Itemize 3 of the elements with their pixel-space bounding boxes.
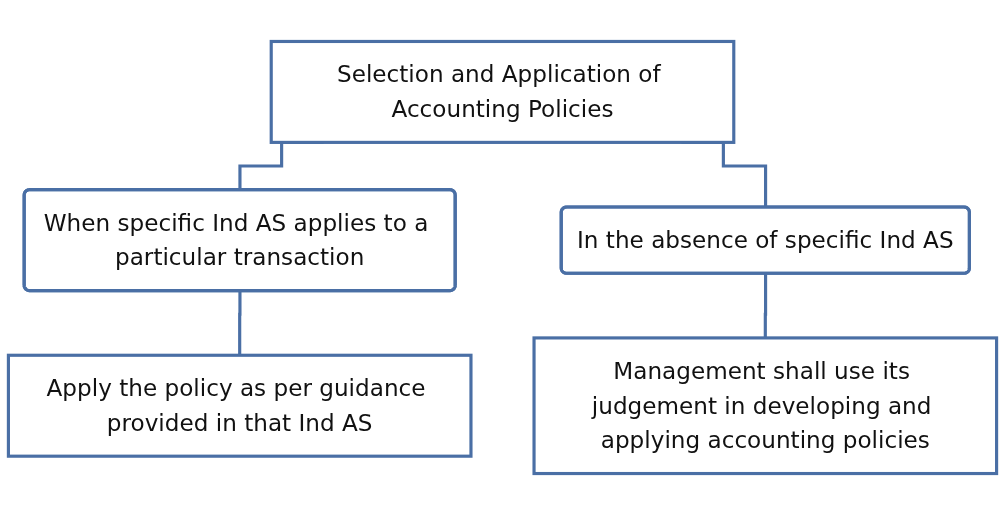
node-box: Apply the policy as per guidance provided in that Ind AS [6, 353, 473, 458]
node-box: Selection and Application of Accounting Policies [269, 39, 736, 144]
node-box: Management shall use its judgement in developing and applying accounting policies [532, 336, 999, 476]
